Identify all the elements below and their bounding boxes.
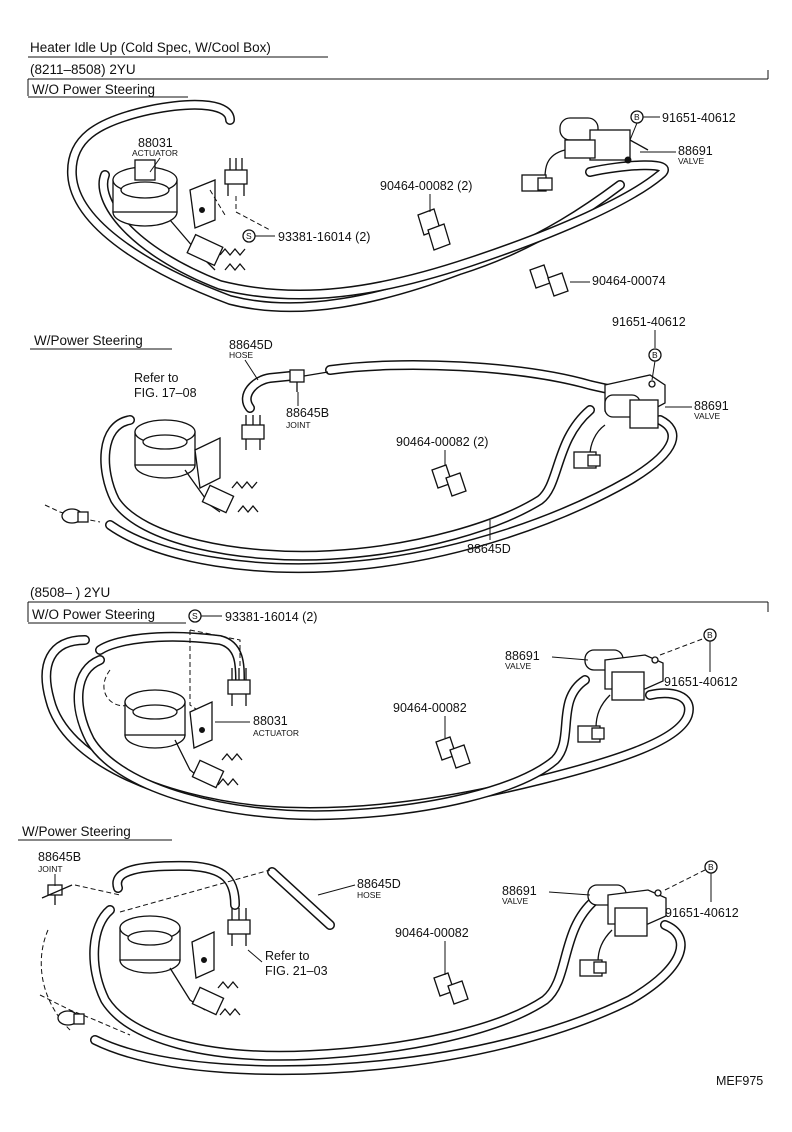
part-88031-3: 88031	[253, 714, 288, 728]
actuator-4	[119, 915, 241, 1017]
label-valve-4: VALVE	[502, 896, 528, 906]
plug-4	[57, 1010, 85, 1026]
label-refer-2: Refer to	[134, 371, 179, 385]
connector-2	[573, 424, 606, 469]
model-range-1: (8211–8508) 2YU	[30, 62, 136, 77]
part-88645b-4: 88645B	[38, 850, 81, 864]
label-actuator: ACTUATOR	[132, 148, 178, 158]
part-90464-00082-3: 90464-00082	[393, 701, 467, 715]
part-91651-40612-2: 91651-40612	[612, 315, 686, 329]
connector-3	[577, 694, 611, 743]
part-91651-40612-4: 91651-40612	[665, 906, 739, 920]
part-90464-00074: 90464-00074	[592, 274, 666, 288]
switch-connector-1	[224, 158, 248, 196]
part-88691-2: 88691	[694, 399, 729, 413]
section-label-4: W/Power Steering	[22, 824, 131, 839]
actuator-88031	[112, 159, 246, 272]
part-88031: 88031	[138, 136, 173, 150]
section-label-3: W/O Power Steering	[32, 607, 155, 622]
clip-90464-00082-3	[435, 736, 471, 769]
connector-1	[521, 149, 566, 192]
part-88645d-2: 88645D	[229, 338, 273, 352]
part-88645d-bottom: 88645D	[467, 542, 511, 556]
part-90464-00082-4: 90464-00082	[395, 926, 469, 940]
part-88645b-2: 88645B	[286, 406, 329, 420]
label-valve-2: VALVE	[694, 411, 720, 421]
switch-connector-3	[227, 668, 251, 706]
valve-88691-3	[584, 649, 664, 701]
clip-90464-00082-4	[433, 972, 469, 1005]
label-hose-4: HOSE	[357, 890, 381, 900]
part-93381-16014-3: 93381-16014 (2)	[225, 610, 317, 624]
label-joint-4: JOINT	[38, 864, 63, 874]
label-fig-4: FIG. 21–03	[265, 964, 328, 978]
label-actuator-3: ACTUATOR	[253, 728, 299, 738]
part-88691-3: 88691	[505, 649, 540, 663]
part-93381-16014-1: 93381-16014 (2)	[278, 230, 370, 244]
b-mark-4: B	[708, 862, 714, 872]
section-label-1: W/O Power Steering	[32, 82, 155, 97]
label-hose-2: HOSE	[229, 350, 253, 360]
valve-88691-4	[587, 884, 667, 937]
label-refer-4: Refer to	[265, 949, 310, 963]
label-valve-3: VALVE	[505, 661, 531, 671]
part-88645d-4: 88645D	[357, 877, 401, 891]
model-range-2: (8508– ) 2YU	[30, 585, 110, 600]
part-90464-00082-2: 90464-00082 (2)	[396, 435, 488, 449]
part-88691-4: 88691	[502, 884, 537, 898]
joint-88645b-4	[41, 884, 73, 905]
label-valve-1: VALVE	[678, 156, 704, 166]
label-joint-2: JOINT	[286, 420, 311, 430]
connector-4	[579, 929, 613, 977]
part-91651-40612-1: 91651-40612	[662, 111, 736, 125]
figure-code: MEF975	[716, 1074, 763, 1088]
b-mark-2: B	[652, 350, 658, 360]
panel-4: 88645B JOINT 88645D HOSE 88691 VALVE B 9…	[38, 850, 739, 1076]
section-label-2: W/Power Steering	[34, 333, 143, 348]
s-mark-1: S	[246, 231, 252, 241]
b-mark-1: B	[634, 112, 640, 122]
diagram-title: Heater Idle Up (Cold Spec, W/Cool Box)	[30, 40, 271, 55]
label-fig-2: FIG. 17–08	[134, 386, 197, 400]
switch-connector-4	[227, 908, 251, 946]
switch-connector-2	[241, 415, 265, 450]
valve-88691-2	[604, 374, 666, 429]
s-mark-3: S	[192, 611, 198, 621]
clip-90464-00082-1	[417, 208, 451, 251]
actuator-2	[134, 419, 259, 514]
panel-1: 88031 ACTUATOR B 91651-40612 88691 VALVE…	[66, 99, 736, 313]
part-91651-40612-3: 91651-40612	[664, 675, 738, 689]
plug-2	[44, 504, 101, 524]
actuator-88031-3	[124, 689, 243, 789]
part-88691-1: 88691	[678, 144, 713, 158]
b-mark-3: B	[707, 630, 713, 640]
valve-88691-1	[559, 117, 649, 164]
clip-90464-00082-2	[431, 464, 467, 497]
panel-3: S 93381-16014 (2) 88691 VALVE B 91651-40…	[41, 609, 738, 821]
clip-90464-00074-1	[529, 264, 569, 297]
part-90464-00082-1: 90464-00082 (2)	[380, 179, 472, 193]
panel-2: 88645D HOSE Refer to FIG. 17–08 88645B J…	[44, 315, 729, 573]
